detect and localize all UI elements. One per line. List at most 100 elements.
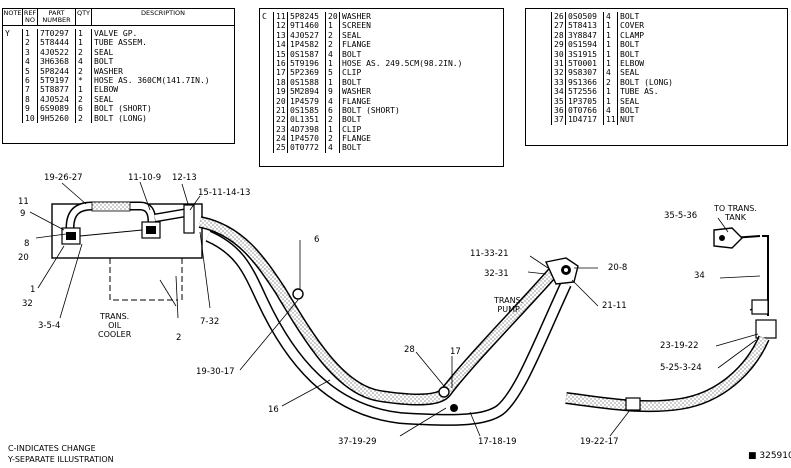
ref-no-cell: 24: [274, 134, 288, 144]
part-number-cell: 0S0509: [566, 12, 604, 22]
qty-cell: 11: [604, 115, 618, 125]
note-cell: [260, 96, 274, 106]
qty-cell: 4: [326, 49, 340, 59]
part-number-cell: 4J0524: [38, 94, 76, 105]
ref-no-cell: 29: [552, 40, 566, 50]
note-cell: [526, 105, 552, 116]
ref-no-cell: 20: [274, 96, 288, 106]
qty-cell: 4: [76, 57, 92, 67]
note-cell: [3, 104, 23, 114]
note-cell: [260, 124, 274, 135]
description-cell: CLIP: [342, 68, 362, 78]
qty-cell: 1: [76, 85, 92, 95]
figure-number-text: 325910: [759, 451, 791, 461]
note-cell: [526, 12, 552, 22]
qty-cell: 1: [326, 58, 340, 69]
col-description: DESCRIPTION: [141, 9, 185, 17]
hose-to-tank: [565, 335, 770, 413]
qty-cell: 2: [326, 134, 340, 144]
legend-change: C-INDICATES CHANGE: [8, 444, 96, 453]
ref-no-cell: 28: [552, 30, 566, 41]
callout-19-30-17: 19-30-17: [196, 367, 235, 377]
callout-3-5-4: 3-5-4: [38, 321, 61, 331]
qty-cell: 1: [326, 21, 340, 31]
flange-block: [183, 204, 195, 234]
note-cell: [3, 38, 23, 48]
part-number-cell: 9T1460: [288, 21, 326, 31]
note-cell: [260, 115, 274, 125]
part-number-cell: 5P8245: [288, 12, 326, 22]
part-number-cell: 0T0772: [288, 143, 326, 153]
note-cell: [3, 66, 23, 76]
qty-cell: 2: [326, 115, 340, 125]
description-cell: FLANGE: [342, 134, 371, 144]
description-cell: BOLT: [620, 105, 640, 115]
description-cell: BOLT: [620, 40, 640, 50]
qty-cell: 4: [604, 68, 618, 78]
ref-no-cell: 2: [23, 38, 38, 48]
callout-8: 8: [24, 239, 30, 249]
part-number-cell: 5T2556: [566, 87, 604, 97]
qty-cell: 1: [604, 40, 618, 50]
qty-cell: 1: [76, 38, 92, 48]
qty-cell: 1: [604, 30, 618, 41]
cooler-tube-line: [79, 229, 143, 237]
description-cell: FLANGE: [342, 40, 371, 50]
description-cell: HOSE AS. 360CM(141.7IN.): [94, 75, 210, 85]
callout-20: 20: [18, 253, 29, 263]
callout-17: 17: [450, 347, 461, 357]
description-cell: FLANGE: [342, 96, 371, 106]
ref-no-cell: 8: [23, 94, 38, 105]
part-number-cell: 1P4582: [288, 40, 326, 50]
qty-cell: 1: [604, 58, 618, 69]
part-number-cell: 4D7398: [288, 124, 326, 135]
callout-28: 28: [404, 345, 415, 355]
ref-no-cell: 26: [552, 12, 566, 22]
ref-no-cell: 36: [552, 105, 566, 116]
description-cell: VALVE GP.: [94, 29, 138, 38]
note-cell: [526, 21, 552, 31]
qty-cell: 6: [326, 105, 340, 116]
ref-no-cell: 3: [23, 47, 38, 58]
ref-no-cell: 23: [274, 124, 288, 135]
ref-no-cell: 15: [274, 49, 288, 59]
qty-cell: 1: [326, 77, 340, 88]
col-part-number: PART NUMBER: [38, 9, 76, 25]
note-cell: [260, 105, 274, 116]
part-number-cell: 5T0001: [566, 58, 604, 69]
callout-6: 6: [314, 235, 320, 245]
description-cell: SEAL: [94, 94, 114, 104]
ref-no-cell: 34: [552, 87, 566, 97]
label-to-trans-tank: TO TRANS. TANK: [714, 204, 757, 222]
note-cell: [3, 47, 23, 58]
tube-assembly: [61, 201, 195, 245]
hose-clip-3: [450, 404, 458, 412]
part-number-cell: 1P4579: [288, 96, 326, 106]
callout-5-25-3-24: 5-25-3-24: [660, 363, 702, 373]
description-cell: CLIP: [342, 124, 362, 134]
description-cell: BOLT: [342, 77, 362, 87]
description-cell: WASHER: [342, 87, 371, 97]
note-cell: C: [260, 12, 274, 22]
callout-1: 1: [30, 285, 36, 295]
tank-flange: [713, 227, 743, 249]
ref-no-cell: 12: [274, 21, 288, 31]
description-cell: BOLT (LONG): [620, 77, 673, 87]
description-cell: WASHER: [342, 12, 371, 21]
